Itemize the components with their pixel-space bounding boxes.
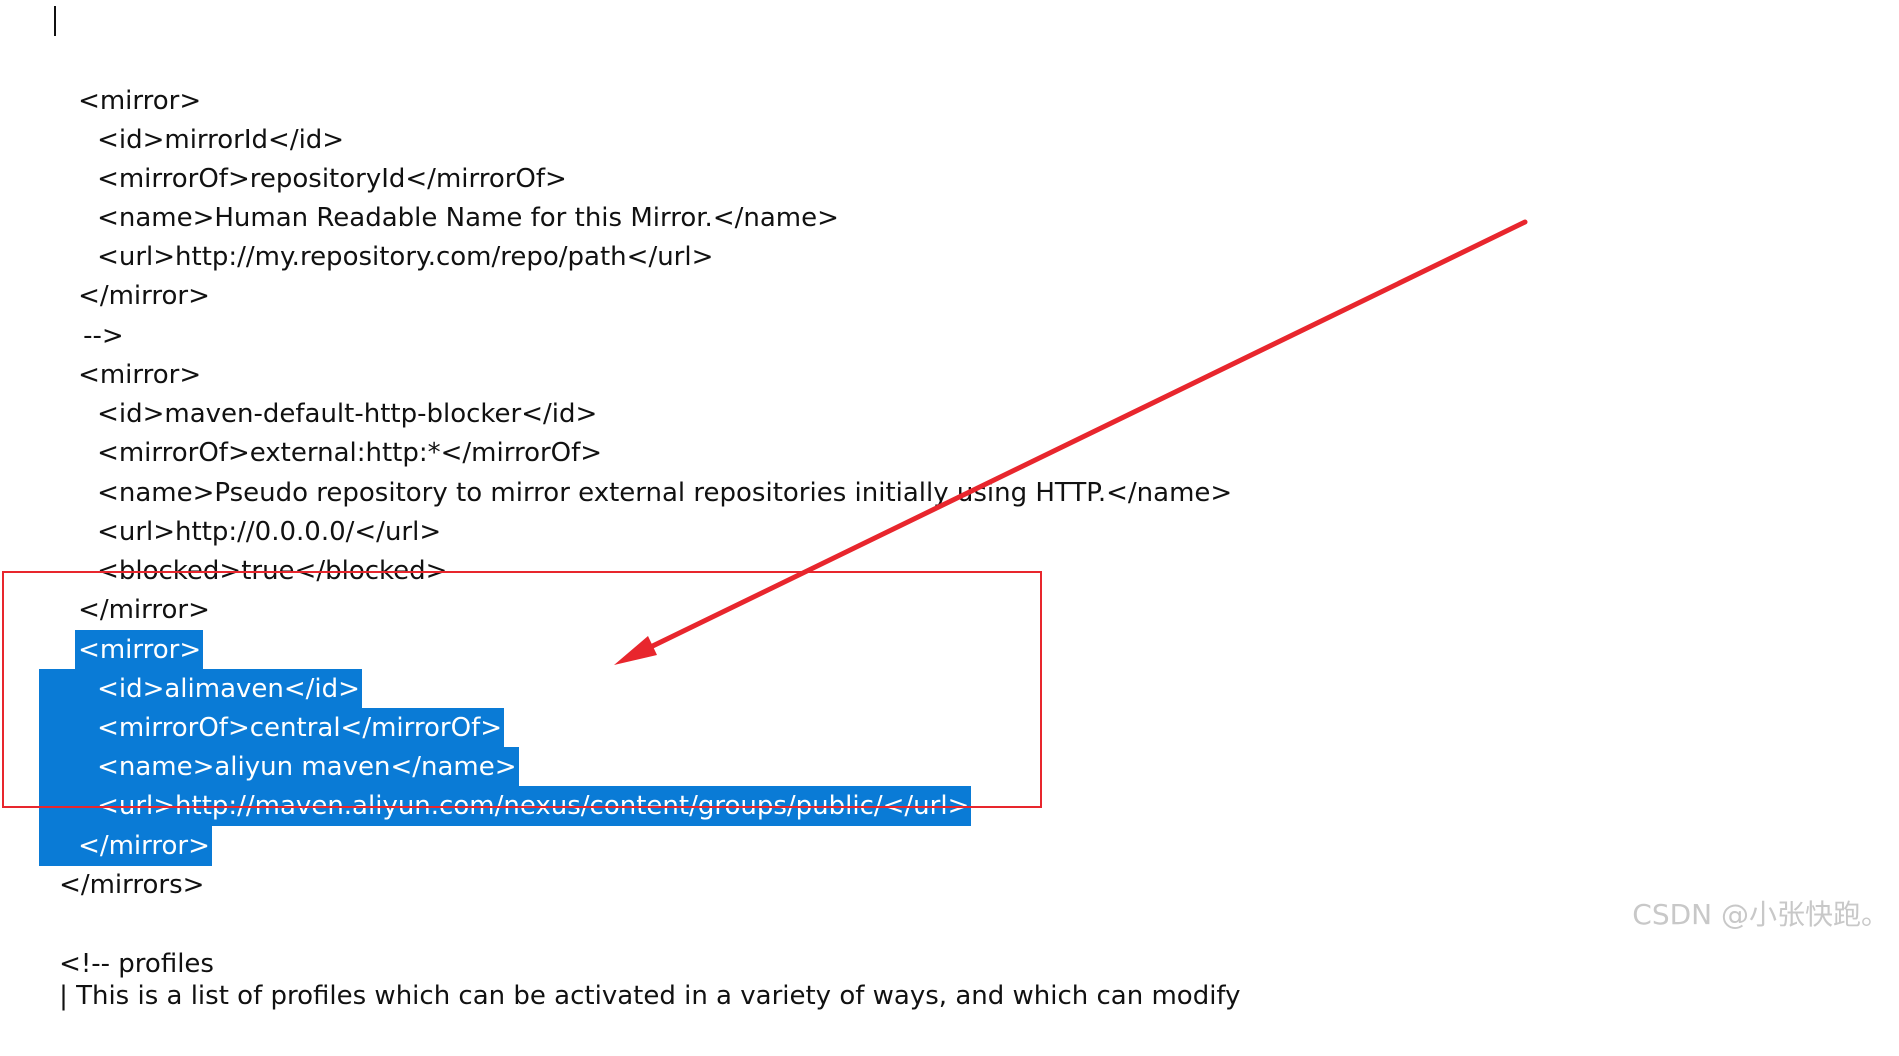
code-line-text: <url>http://my.repository.com/repo/path<… — [97, 242, 714, 272]
code-line[interactable]: <name>Pseudo repository to mirror extern… — [64, 433, 1234, 508]
code-line[interactable]: <url>http://0.0.0.0/</url> — [64, 472, 443, 547]
text-cursor — [54, 6, 56, 36]
code-line-text: | This is a list of profiles which can b… — [59, 981, 1241, 1011]
code-line[interactable]: --> — [50, 276, 126, 351]
code-line[interactable]: <mirror> — [45, 41, 203, 116]
code-line[interactable]: <name>Human Readable Name for this Mirro… — [64, 158, 841, 233]
code-line[interactable]: </mirror> — [45, 550, 212, 625]
code-line-text: </mirror> — [78, 281, 210, 311]
code-line-text: <mirror> — [75, 630, 204, 670]
code-line-text: <mirror> — [78, 360, 202, 390]
code-line[interactable]: <mirrorOf>repositoryId</mirrorOf> — [64, 119, 569, 194]
code-editor[interactable]: <mirror> <id>mirrorId</id> <mirrorOf>rep… — [0, 0, 1899, 1011]
code-line[interactable]: | This is a list of profiles which can b… — [26, 936, 1243, 1011]
code-line[interactable] — [26, 864, 61, 904]
code-line-text: <id>alimaven</id> — [39, 669, 362, 709]
code-line-selected[interactable]: <id>alimaven</id> — [6, 629, 362, 709]
code-line-text: <id>mirrorId</id> — [97, 125, 345, 155]
code-line-text: <mirrorOf>central</mirrorOf> — [39, 708, 505, 748]
code-line-selected[interactable]: <url>http://maven.aliyun.com/nexus/conte… — [6, 746, 972, 826]
csdn-watermark: CSDN @小张快跑。 — [1632, 898, 1889, 931]
code-line-text: </mirrors> — [59, 870, 205, 900]
code-line-text: --> — [83, 321, 124, 351]
code-line[interactable]: <url>http://my.repository.com/repo/path<… — [64, 197, 715, 272]
code-line[interactable]: </mirror> — [45, 236, 212, 311]
code-line-selected[interactable]: <mirror> — [42, 590, 204, 670]
code-line-text: <name>aliyun maven</name> — [39, 747, 519, 787]
code-line-text: </mirror> — [78, 595, 210, 625]
code-line-text: <url>http://0.0.0.0/</url> — [97, 517, 442, 547]
code-line-text: <mirrorOf>external:http:*</mirrorOf> — [97, 438, 603, 468]
code-line-text: <mirror> — [78, 86, 202, 116]
code-line[interactable]: <blocked>true</blocked> — [64, 511, 449, 586]
code-line-selected[interactable]: </mirror> — [6, 786, 212, 866]
code-line-text: <mirrorOf>repositoryId</mirrorOf> — [97, 164, 567, 194]
code-line[interactable]: <id>mirrorId</id> — [64, 80, 346, 155]
code-line[interactable]: <mirror> — [45, 315, 203, 390]
code-line-text: <name>Human Readable Name for this Mirro… — [97, 203, 839, 233]
code-line[interactable]: <id>maven-default-http-blocker</id> — [64, 354, 599, 429]
code-line-text: </mirror> — [39, 826, 212, 866]
code-line[interactable]: </mirrors> — [26, 825, 206, 900]
code-line-selected[interactable]: <mirrorOf>central</mirrorOf> — [6, 668, 505, 748]
code-line[interactable]: <mirrorOf>external:http:*</mirrorOf> — [64, 393, 604, 468]
code-line-text: <id>maven-default-http-blocker</id> — [97, 399, 598, 429]
code-line-selected[interactable]: <name>aliyun maven</name> — [6, 707, 519, 787]
